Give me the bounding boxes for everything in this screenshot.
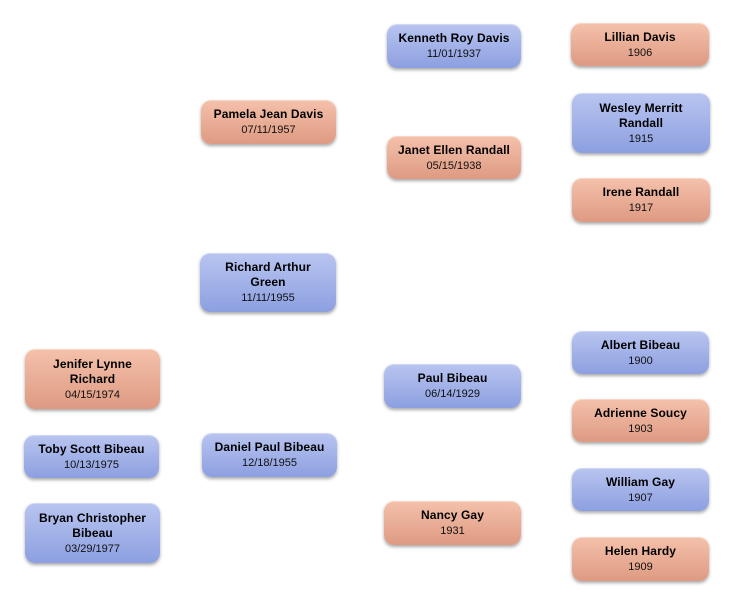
person-box[interactable]: Nancy Gay 1931 [384, 501, 521, 545]
person-name: Paul Bibeau [417, 371, 488, 385]
person-name: Helen Hardy [604, 544, 677, 558]
person-box[interactable]: Irene Randall 1917 [572, 178, 710, 222]
person-box[interactable]: William Gay 1907 [572, 468, 709, 511]
person-birthdate: 12/18/1955 [241, 457, 298, 469]
person-birthdate: 06/14/1929 [424, 388, 481, 400]
person-birthdate: 07/11/1957 [241, 124, 296, 136]
person-box[interactable]: Daniel Paul Bibeau 12/18/1955 [202, 433, 337, 477]
person-birthdate: 1906 [627, 46, 653, 59]
person-birthdate: 1903 [628, 422, 653, 435]
person-birthdate: 1900 [628, 354, 653, 367]
person-name: Daniel Paul Bibeau [214, 440, 325, 454]
person-box[interactable]: Kenneth Roy Davis 11/01/1937 [387, 24, 521, 68]
person-birthdate: 1909 [628, 561, 653, 573]
person-birthdate: 1917 [628, 202, 654, 214]
person-name: Kenneth Roy Davis [398, 31, 510, 45]
person-birthdate: 1931 [440, 525, 465, 537]
person-birthdate: 1907 [628, 491, 653, 504]
person-box[interactable]: Helen Hardy 1909 [572, 537, 709, 581]
person-box[interactable]: Janet Ellen Randall 05/15/1938 [387, 136, 521, 179]
person-birthdate: 04/15/1974 [64, 388, 121, 401]
person-name: Lillian Davis [604, 29, 676, 44]
person-name: Irene Randall [602, 185, 680, 199]
person-name: Nancy Gay [421, 508, 484, 522]
person-name: Adrienne Soucy [594, 405, 687, 420]
person-birthdate: 03/29/1977 [64, 542, 121, 555]
person-birthdate: 05/15/1938 [426, 159, 482, 172]
person-box[interactable]: Adrienne Soucy 1903 [572, 399, 709, 442]
person-box[interactable]: Lillian Davis 1906 [571, 23, 709, 66]
person-birthdate: 1915 [628, 132, 654, 145]
person-name: Pamela Jean Davis [213, 107, 324, 121]
person-name: Janet Ellen Randall [398, 142, 510, 157]
person-box[interactable]: Paul Bibeau 06/14/1929 [384, 364, 521, 408]
person-birthdate: 10/13/1975 [63, 458, 120, 471]
person-box[interactable]: Pamela Jean Davis 07/11/1957 [201, 100, 336, 144]
person-name: Albert Bibeau [600, 337, 681, 352]
person-birthdate: 11/01/1937 [426, 48, 482, 60]
person-box[interactable]: Toby Scott Bibeau 10/13/1975 [24, 435, 159, 478]
person-name: William Gay [605, 474, 676, 489]
person-box[interactable]: Albert Bibeau 1900 [572, 331, 709, 374]
person-name: Toby Scott Bibeau [38, 441, 145, 456]
person-birthdate: 11/11/1955 [241, 292, 295, 304]
